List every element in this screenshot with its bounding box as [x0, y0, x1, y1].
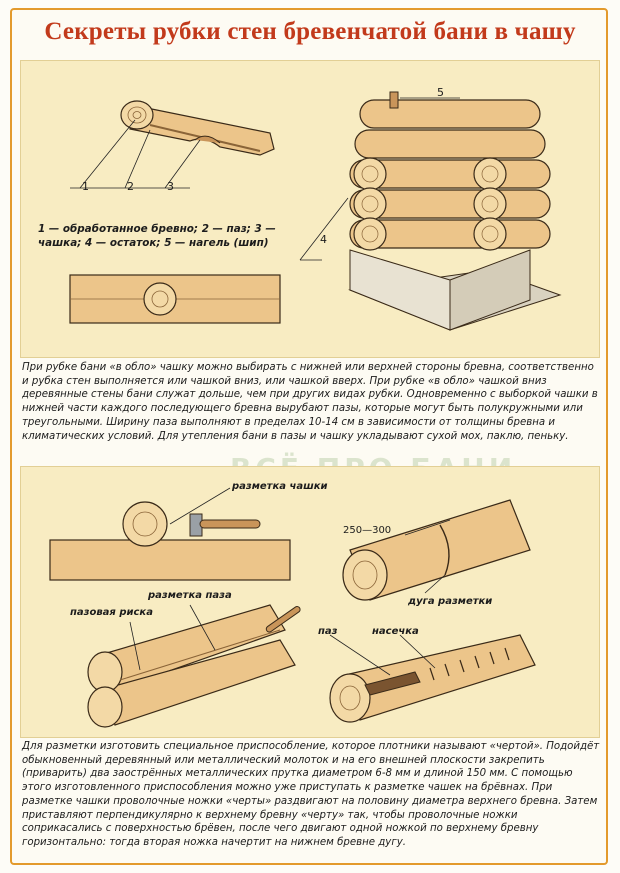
label-cup-marking: разметка чашки — [232, 481, 328, 492]
label-groove-marking: разметка паза — [148, 590, 232, 601]
log-with-pin-illustration — [69, 274, 281, 324]
paragraph-1: При рубке бани «в обло» чашку можно выби… — [22, 362, 598, 442]
label-number-1: 1 — [82, 180, 89, 193]
legend-text: 1 — обработанное бревно; 2 — паз; 3 — ча… — [38, 223, 276, 249]
label-groove: паз — [318, 626, 338, 637]
leader-lines-top — [70, 119, 201, 189]
log-wall-corner-illustration — [299, 91, 562, 331]
label-groove-line: пазовая риска — [70, 607, 153, 618]
paragraph-2: Для разметки изготовить специальное прис… — [22, 741, 600, 848]
label-number-5: 5 — [437, 86, 444, 99]
label-number-2: 2 — [127, 180, 134, 193]
groove-marking-illustration — [87, 604, 301, 728]
label-range: 250—300 — [343, 525, 392, 536]
processed-log-illustration — [120, 100, 275, 156]
groove-notch-illustration — [329, 634, 536, 723]
page-title: Секреты рубки стен бревенчатой бани в ча… — [44, 18, 576, 45]
cup-marking-illustration — [49, 487, 291, 581]
label-arc-marking: дуга разметки — [408, 596, 493, 607]
label-number-3: 3 — [167, 180, 174, 193]
arc-marking-illustration — [342, 499, 531, 601]
label-number-4: 4 — [320, 233, 327, 246]
label-notch: насечка — [372, 626, 419, 637]
